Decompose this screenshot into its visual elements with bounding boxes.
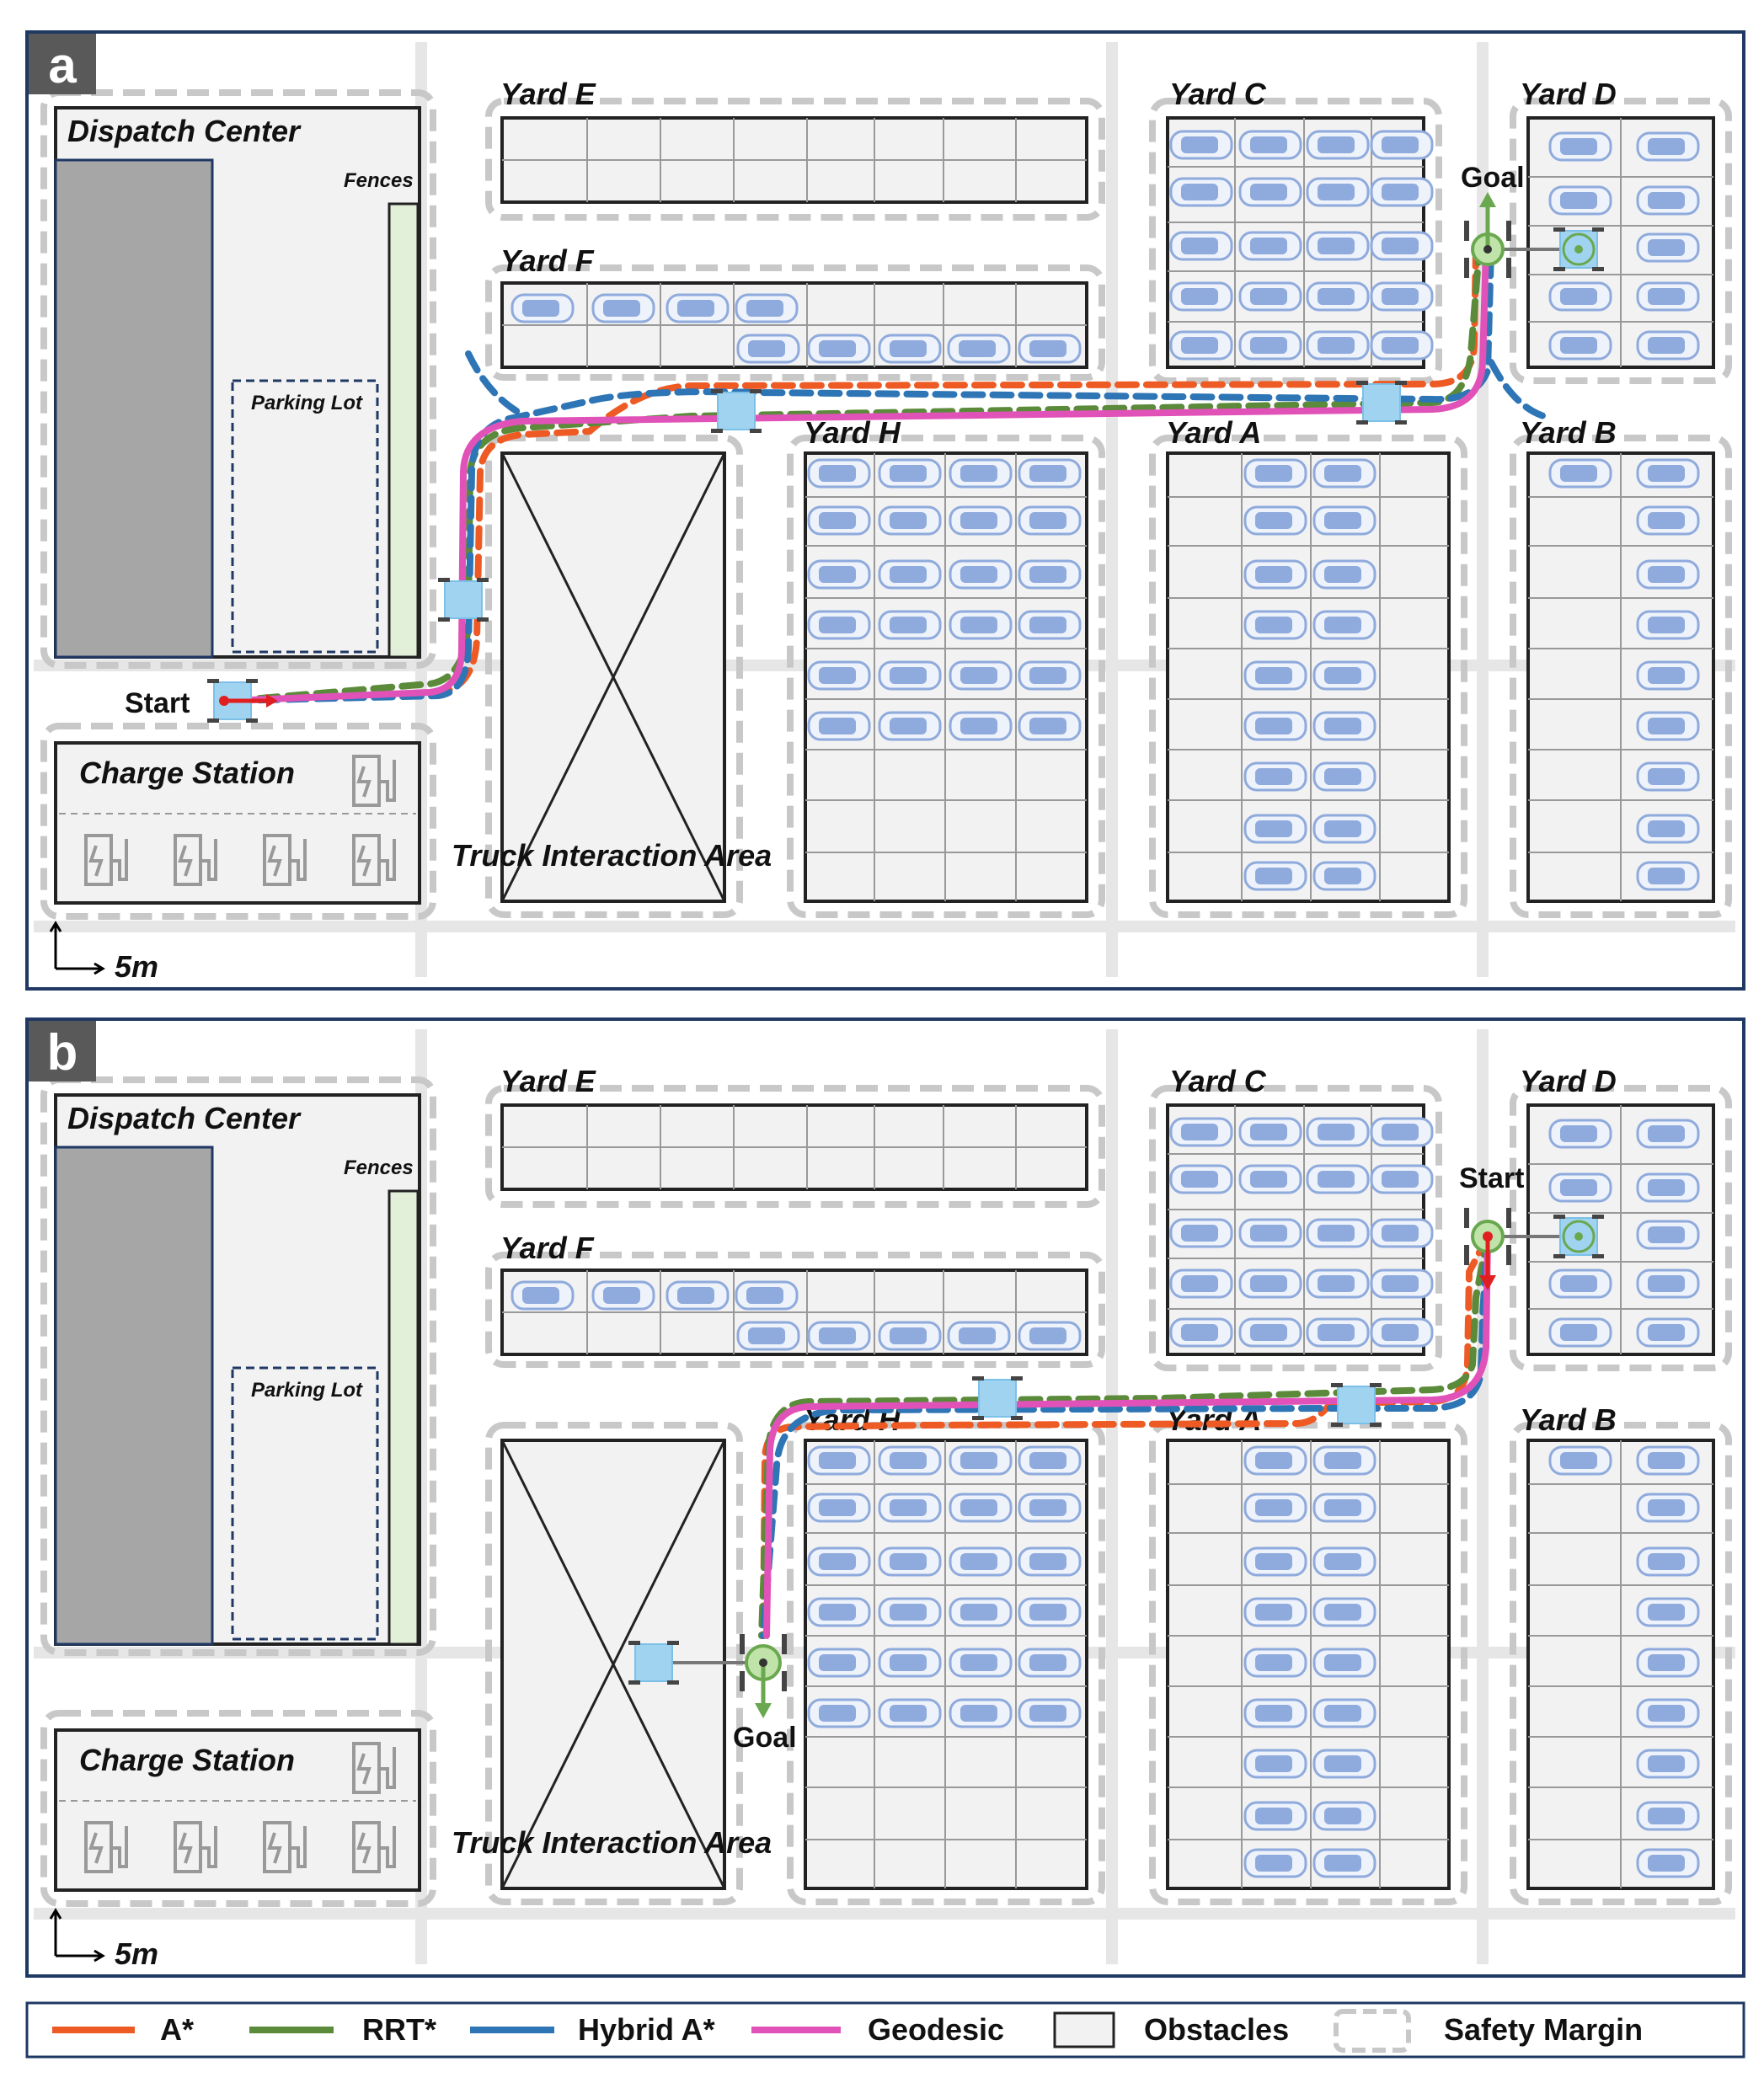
scale-label-a: 5m: [115, 949, 158, 984]
yard-f-label: Yard F: [500, 1231, 595, 1265]
yard-e-label: Yard E: [500, 1064, 596, 1098]
truck-area-label: Truck Interaction Area: [452, 838, 772, 873]
path-geodesic-b: [763, 1233, 1491, 1639]
yard-a-label: Yard A: [1166, 415, 1261, 450]
yard-e-label: Yard E: [500, 77, 596, 111]
panel-letter-a: a: [48, 37, 77, 93]
scale-bar-b: [49, 1908, 105, 1963]
goal-label-a: Goal: [1461, 162, 1525, 194]
legend-astar: A*: [160, 2012, 194, 2047]
panel-b: Dispatch Center Fences Parking Lot Charg…: [25, 1017, 1745, 1978]
goal-label-b: Goal: [733, 1722, 797, 1754]
path-rrt-a: [227, 246, 1483, 704]
yard-f-label: Yard F: [500, 243, 595, 278]
dispatch-center-label: Dispatch Center: [67, 114, 302, 148]
fences-label: Fences: [344, 169, 414, 192]
yard-h-label: Yard H: [804, 415, 901, 450]
yard-b-label: Yard B: [1520, 1402, 1617, 1437]
path-astar-a: [227, 246, 1479, 704]
fences-label: Fences: [344, 1156, 414, 1179]
yard-c-label: Yard C: [1169, 1064, 1267, 1098]
dispatch-center-label: Dispatch Center: [67, 1101, 302, 1135]
parking-lot-label: Parking Lot: [251, 392, 363, 414]
legend: A* RRT* Hybrid A* Geodesic Obstacles Saf…: [25, 2001, 1745, 2059]
legend-geodesic: Geodesic: [868, 2012, 1004, 2047]
goal-marker-b: [628, 1634, 787, 1718]
start-marker-b: [1464, 1208, 1605, 1290]
yard-d-label: Yard D: [1520, 1064, 1617, 1098]
charge-station-label: Charge Station: [79, 756, 295, 790]
panel-letter-b: b: [47, 1024, 78, 1081]
goal-marker-a: [1464, 192, 1605, 278]
path-hybrid-a: [227, 246, 1553, 704]
path-hybrid-b: [760, 1233, 1491, 1639]
panel-a: Dispatch Center Fences Parking Lot Charg…: [25, 30, 1745, 991]
start-label-a: Start: [125, 687, 190, 719]
start-label-b: Start: [1459, 1162, 1524, 1194]
legend-rrt: RRT*: [362, 2012, 436, 2047]
legend-obstacles: Obstacles: [1144, 2012, 1289, 2047]
yard-b-label: Yard B: [1520, 415, 1617, 450]
truck-area-label: Truck Interaction Area: [452, 1825, 772, 1860]
legend-safety-margin: Safety Margin: [1444, 2012, 1643, 2047]
parking-lot-label: Parking Lot: [251, 1379, 363, 1402]
start-marker-a: [206, 678, 278, 724]
scale-bar-a: [49, 921, 105, 975]
path-geodesic-a: [227, 246, 1489, 704]
charge-station-label: Charge Station: [79, 1743, 295, 1777]
yard-c-label: Yard C: [1169, 77, 1267, 111]
scale-label-b: 5m: [115, 1936, 158, 1971]
yard-d-label: Yard D: [1520, 77, 1617, 111]
legend-hybrid: Hybrid A*: [578, 2012, 715, 2047]
